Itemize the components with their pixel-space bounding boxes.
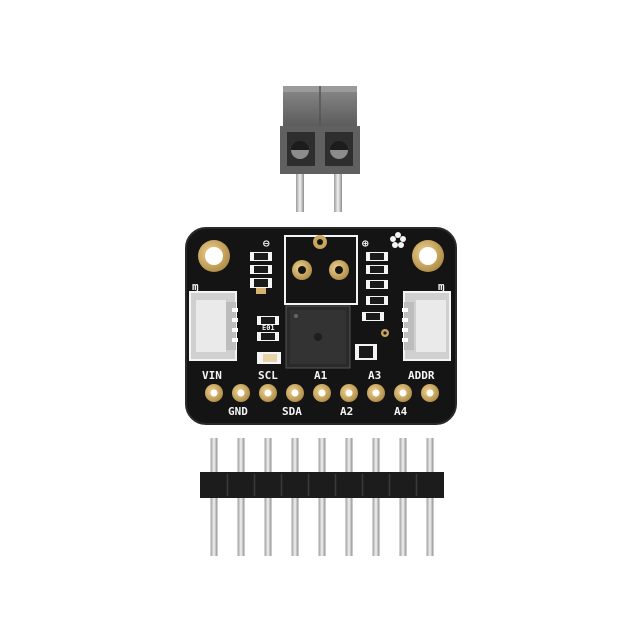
male-pin-header [200, 438, 444, 556]
pin-pad-row [205, 384, 439, 402]
smd-components-right [355, 252, 389, 360]
pin-pad-hole [237, 389, 245, 397]
polarity-minus-label: ⊖ [263, 237, 270, 250]
qt-label-left: ɱ [192, 280, 199, 293]
qt-label-right: ɱ [438, 280, 445, 293]
breakout-board: ⊖ ⊕ E01 [185, 227, 457, 425]
mounting-hole-left [198, 240, 230, 272]
terminal-footprint: ⊖ ⊕ [263, 235, 369, 305]
pin-pad-hole [426, 389, 434, 397]
pin-label-scl: SCL [258, 369, 278, 382]
terminal-pin-left [296, 170, 304, 212]
pin-label-sda: SDA [282, 405, 302, 418]
stemma-qt-connector-left: ɱ [189, 280, 238, 361]
screw-terminal-block [280, 86, 360, 212]
pin-label-addr: ADDR [408, 369, 435, 382]
pin-pad-hole [210, 389, 218, 397]
adafruit-logo-icon [390, 232, 406, 248]
pin-label-a2: A2 [340, 405, 353, 418]
pin-pad-hole [318, 389, 326, 397]
terminal-pin-right [334, 170, 342, 212]
stemma-qt-connector-right: ɱ [402, 280, 451, 361]
pin-pad-hole [399, 389, 407, 397]
pin-pad-hole [372, 389, 380, 397]
smd-components-left: E01 [250, 252, 281, 364]
pin-pad-hole [345, 389, 353, 397]
pin-label-a3: A3 [368, 369, 381, 382]
chip-label: E01 [262, 324, 275, 332]
sensor-ic [285, 305, 351, 369]
pin-label-a4: A4 [394, 405, 408, 418]
pin-label-a1: A1 [314, 369, 328, 382]
mounting-hole-right [412, 240, 444, 272]
polarity-plus-label: ⊕ [362, 237, 369, 250]
header-plastic-body [200, 472, 444, 498]
pin-label-vin: VIN [202, 369, 222, 382]
pin-pad-hole [291, 389, 299, 397]
terminal-wire-hole-right [325, 132, 353, 166]
pin-pad-hole [264, 389, 272, 397]
pin-label-gnd: GND [228, 405, 248, 418]
terminal-wire-hole-left [287, 132, 315, 166]
